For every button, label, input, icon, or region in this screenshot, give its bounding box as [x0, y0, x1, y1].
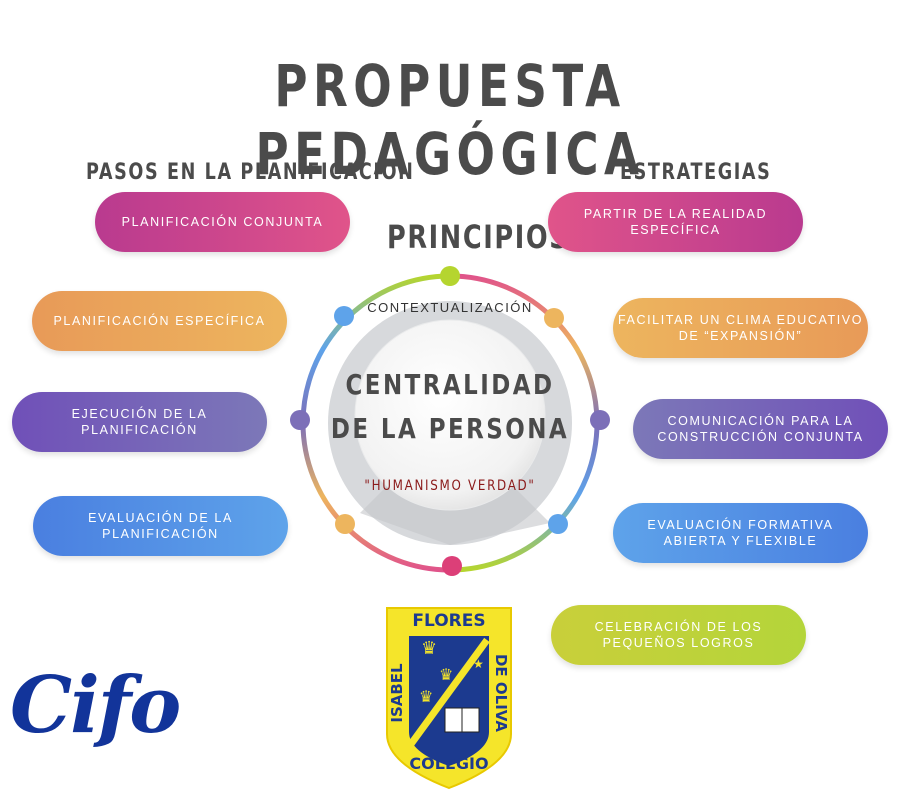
paso-ejecucion[interactable]: EJECUCIÓN DE LA PLANIFICACIÓN	[12, 392, 267, 452]
contextualizacion-label: CONTEXTUALIZACIÓN	[367, 300, 533, 315]
paso-planificacion-especifica[interactable]: PLANIFICACIÓN ESPECÍFICA	[32, 291, 287, 351]
estrategia-realidad[interactable]: PARTIR DE LA REALIDAD ESPECÍFICA	[548, 192, 803, 252]
ring-dot-upper-right-icon	[544, 308, 564, 328]
estrategia-comunicacion[interactable]: COMUNICACIÓN PARA LA CONSTRUCCIÓN CONJUN…	[633, 399, 888, 459]
estrategia-clima[interactable]: FACILITAR UN CLIMA EDUCATIVO DE “EXPANSI…	[613, 298, 868, 358]
svg-text:♛: ♛	[439, 665, 453, 684]
humanismo-quote: "HUMANISMO VERDAD"	[364, 478, 536, 494]
cifo-brand-logo: Cifo	[10, 660, 181, 751]
centralidad-line2: DE LA PERSONA	[330, 412, 570, 445]
paso-planificacion-conjunta[interactable]: PLANIFICACIÓN CONJUNTA	[95, 192, 350, 252]
paso-evaluacion[interactable]: EVALUACIÓN DE LA PLANIFICACIÓN	[33, 496, 288, 556]
crest-right-text: DE OLIVA	[492, 653, 510, 732]
ring-graphic	[300, 273, 600, 573]
estrategia-evaluacion-formativa[interactable]: EVALUACIÓN FORMATIVA ABIERTA Y FLEXIBLE	[613, 503, 868, 563]
pill-label: EVALUACIÓN DE LA PLANIFICACIÓN	[88, 511, 233, 541]
pill-label: PLANIFICACIÓN ESPECÍFICA	[53, 314, 266, 328]
pill-label: EJECUCIÓN DE LA PLANIFICACIÓN	[71, 407, 208, 437]
pill-label: FACILITAR UN CLIMA EDUCATIVO DE “EXPANSI…	[617, 313, 864, 343]
ring-dot-upper-left-icon	[334, 306, 354, 326]
section-principios-heading: PRINCIPIOS	[387, 218, 570, 256]
crest-bottom-text: COLEGIO	[409, 754, 489, 773]
ring-dot-bottom-icon	[442, 556, 462, 576]
ring-dot-right-icon	[590, 410, 610, 430]
principios-ring	[290, 266, 610, 576]
page-title: PROPUESTA PEDAGÓGICA	[255, 52, 645, 188]
ring-dot-lower-right-icon	[548, 514, 568, 534]
centralidad-line1: CENTRALIDAD	[345, 368, 555, 401]
ring-dot-lower-left-icon	[335, 514, 355, 534]
pill-label: COMUNICACIÓN PARA LA CONSTRUCCIÓN CONJUN…	[657, 414, 864, 444]
estrategia-celebracion[interactable]: CELEBRACIÓN DE LOS PEQUEÑOS LOGROS	[551, 605, 806, 665]
svg-text:♛: ♛	[419, 687, 433, 706]
pill-label: CELEBRACIÓN DE LOS PEQUEÑOS LOGROS	[594, 620, 763, 650]
svg-text:★: ★	[473, 657, 484, 671]
pill-label: EVALUACIÓN FORMATIVA ABIERTA Y FLEXIBLE	[647, 518, 834, 548]
svg-text:♛: ♛	[421, 638, 437, 659]
pill-label: PLANIFICACIÓN CONJUNTA	[121, 215, 324, 229]
ring-dot-left-icon	[290, 410, 310, 430]
section-estrategias-heading: ESTRATEGIAS	[620, 160, 772, 185]
ring-dot-top-icon	[440, 266, 460, 286]
section-pasos-heading: PASOS EN LA PLANIFICACIÓN	[86, 160, 415, 185]
crest-left-text: ISABEL	[388, 663, 406, 723]
crest-top-text: FLORES	[412, 611, 486, 631]
pill-label: PARTIR DE LA REALIDAD ESPECÍFICA	[583, 207, 768, 237]
school-crest-logo: ♛ ♛ ♛ ★ FLORES ISABEL DE OLIVA COLEGIO	[383, 604, 515, 792]
